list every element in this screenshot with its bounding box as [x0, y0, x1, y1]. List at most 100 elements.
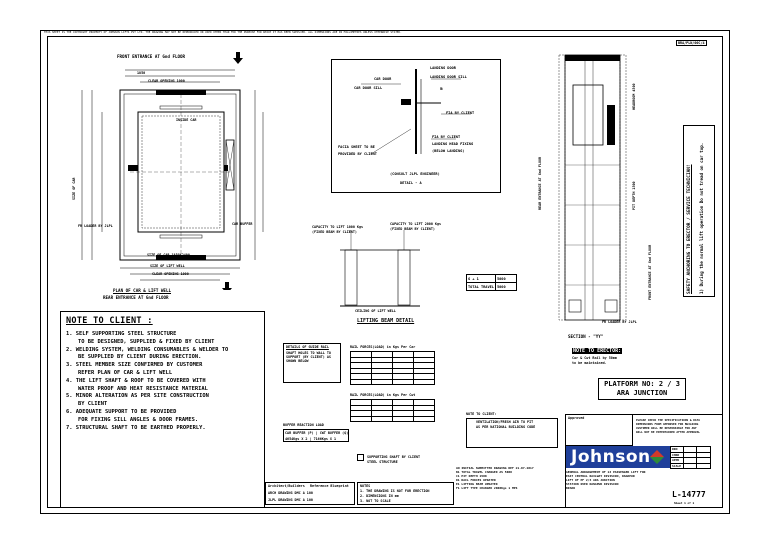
note-text: STEEL MEMBER SIZE CONFIRMED BY CUSTOMER [75, 362, 203, 369]
note-text: STRUCTURAL SHAFT TO BE EARTHED PROPERLY. [75, 424, 206, 431]
beam-left-note: CAPACITY TO LIFT 1000 Kgs [312, 225, 364, 229]
company-name: Johnson [571, 447, 651, 467]
reference-table [265, 482, 355, 505]
car-door-sill-label: CAR DOOR SILL [354, 86, 383, 90]
sig-scale: SCALE [670, 462, 684, 469]
bottom-note-box [357, 482, 454, 505]
title-block [565, 414, 723, 508]
legend-swatch [357, 454, 364, 461]
plan-dim-bottom: CLEAR OPENING 1000 [152, 272, 189, 276]
plan-car-buffer: CAR BUFFER [232, 222, 253, 226]
reaction-values: 4654Kgs X 2 | 7166Kgs X 1 [285, 437, 337, 441]
plan-title: PLAN OF CAR & LIFT WELL [113, 288, 171, 293]
revision-row: D1 RAIL FORCES UPDATED [456, 478, 496, 482]
note-text: ADEQUATE SUPPORT TO BE PROVIDED [75, 408, 177, 415]
travel-r1-value: 5000 [494, 274, 517, 283]
bottom-note-3: 2. DIMENSIONS IN mm [360, 494, 399, 498]
rear-entrance-label: REAR ENTRANCE AT Gnd FLOOR [103, 295, 169, 300]
note-number: 3. [66, 362, 73, 369]
plan-dim-left: SIZE OF CAR [72, 177, 76, 200]
guide-rail-text: SHAFT HOLES TO WALL TO SUPPORT (BY CLIEN… [286, 351, 331, 363]
drawing-border-inner [47, 36, 723, 508]
copyright-strip: THIS SHEET IS THE COPYRIGHT PROPERTY OF … [44, 31, 402, 34]
rail-cwt-title: RAIL FORCES(LOAD) in Kgs Per Cwt [350, 393, 416, 397]
sheet-number: Sheet 1 of 1 [674, 501, 695, 505]
bottom-note-4: 3. NOT TO SCALE [360, 499, 391, 503]
approval-line: CUSTOMER WILL BE RESPONSIBLE FOR ANY [636, 426, 697, 430]
note-text: MINOR ALTERATION AS PER SITE CONSTRUCTIO… [75, 393, 209, 400]
landing-door-label: LANDING DOOR [430, 66, 456, 70]
section-front-label: FRONT ENTRANCE AT Gnd FLOOR [648, 244, 652, 300]
drawing-info-line: EAST CENTRAL RAILWAY DIVISION, DANAPUR [566, 474, 635, 478]
plan-car-size: SIZE OF CAR 1850X2400 [147, 253, 190, 257]
erector-note-line-1: Car & Cwt Rail by 50mm [572, 356, 617, 360]
reaction-header: CAR BUFFER (P) | CWT BUFFER (Q) [285, 431, 349, 435]
note-number: 6. [66, 408, 73, 415]
revision-row: B1 TOTAL TRAVEL CHANGED AS 5000 [456, 470, 512, 474]
note-item: 4. THE LIFT SHAFT & ROOF TO BE COVERED W… [66, 378, 259, 394]
approval-line: DIMENSIONS FROM APPROVED FOR BUILDING [636, 422, 699, 426]
reference-r1: ARCH DRAWING DMC A 100 [268, 491, 313, 495]
revision-row: AN INITIAL SUBMITTED DRAWING REF 21.07.2… [456, 466, 534, 470]
beam-left-note-2: (FIXED BEAM BY CLIENT) [312, 230, 357, 234]
reference-h2: Reference Blueprint [310, 484, 349, 488]
section-pit: PIT DEPTH 1500 [632, 181, 636, 210]
signature-table: DRN CHKD APPD SCALE [670, 446, 711, 469]
erector-note-line-2: to be maintained. [572, 361, 607, 365]
approval-text: PLEASE CHECK THE SPECIFICATIONS & DATA D… [636, 418, 700, 434]
landing-door-sill-label: LANDING DOOR SILL [430, 75, 467, 79]
travel-r2-value: 5000 [494, 282, 517, 291]
note-cont: BY CLIENT [78, 401, 108, 408]
approval-left [565, 414, 633, 446]
section-fr-loader: FR LOADER BY JLPL [602, 320, 637, 324]
front-entrance-label: FRONT ENTRANCE AT Gnd FLOOR [117, 54, 186, 59]
note-number: 1. [66, 331, 73, 337]
platform-box: PLATFORM NO: 2 / 3 ARA JUNCTION [598, 378, 686, 400]
plan-dim-clear: CLEAR OPENING 1000 [148, 79, 185, 83]
drawing-info: GENERAL ARRANGEMENT OF 13 PASSENGER LIFT… [566, 470, 645, 490]
safety-note-line-1: SAFETY ANCHORING TO ERECTOR / SERVICE TE… [687, 164, 692, 294]
consult-label: (CONSULT JLPL ENGINEER) [390, 172, 440, 176]
note-cont: BE SUPPLIED BY CLIENT DURING ERECTION. [78, 354, 202, 361]
beam-bottom-note: CEILING OF LIFT WELL [355, 309, 396, 313]
approval-header: Approved [568, 416, 585, 420]
travel-r2-label: TOTAL TRAVEL [466, 282, 496, 291]
plan-well-size: SIZE OF LIFT WELL [150, 264, 185, 268]
rear-arrow-icon [222, 282, 232, 290]
plan-inside-car: INSIDE CAR [176, 118, 197, 122]
guide-rail-box [283, 343, 341, 383]
reference-r2: JLPL DRAWING DMC A 100 [268, 498, 313, 502]
note-cont: REFER PLAN OF CAR & LIFT WELL [78, 369, 173, 376]
drawing-number: L-14777 [672, 490, 706, 499]
company-logo: Johnson [566, 446, 670, 468]
rail-car-title: RAIL FORCES(LOAD) in Kgs Per Car [350, 345, 416, 349]
note-cont: FOR FIXING SILL ANGLES & DOOR FRAMES. [78, 416, 199, 423]
note-text: WELDING SYSTEM, WELDING CONSUMABLES & WE… [75, 346, 229, 353]
note-cont: WATER PROOF AND HEAT RESISTANCE MATERIAL [78, 385, 208, 392]
plan-drawing [81, 52, 264, 290]
legend-line-1: SUPPORTING SHAFT BY CLIENT [367, 455, 421, 459]
section-rear-label: REAR ENTRANCE AT Gnd FLOOR [538, 156, 542, 210]
fia-client-label-2: FIA BY CLIENT [432, 135, 461, 139]
safety-note-box [683, 125, 715, 297]
legend-line-2: STEEL STRUCTURE [367, 460, 398, 464]
guide-rail-title: DETAILS OF GUIDE RAIL [286, 345, 329, 349]
note-item: 7. STRUCTURAL SHAFT TO BE EARTHED PROPER… [66, 425, 259, 433]
drawing-info-line: LIFT OF PF 2/3 ARA JUNCTION [566, 478, 615, 482]
drawing-info-line: STATION OVER DANAPUR DIVISION [566, 482, 619, 486]
note-title: NOTE TO CLIENT : [66, 316, 153, 326]
rail-cwt-table [350, 399, 435, 422]
platform-line-2: ARA JUNCTION [616, 389, 668, 397]
note-item: 5. MINOR ALTERATION AS PER SITE CONSTRUC… [66, 393, 259, 409]
bottom-note-2: 1. THE DRAWING IS NOT FOR ERECTION [360, 489, 430, 493]
detail-a-box [331, 59, 501, 193]
revision-row: E1 LIFTING BEAM UPDATED [456, 482, 498, 486]
note-number: 2. [66, 346, 73, 353]
revision-row: F1 LIFT TYPE CHANGED 2000Kgs 1 MPS [456, 486, 518, 490]
plan-fr-loader: FR LOADER BY JLPL [78, 224, 113, 228]
note-text: THE LIFT SHAFT & ROOF TO BE COVERED WITH [75, 377, 206, 384]
fascia-label-2: PROVIDED BY CLIENT [338, 152, 377, 156]
safety-note-line-2: 1) During the normal lift operation Do n… [699, 142, 704, 294]
